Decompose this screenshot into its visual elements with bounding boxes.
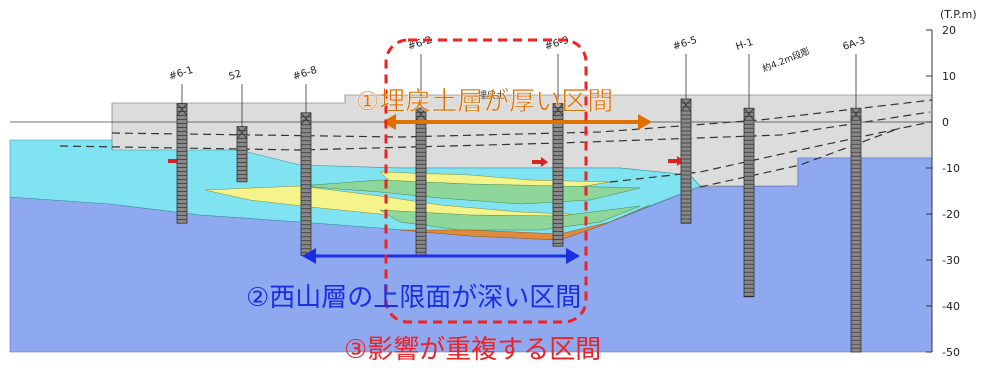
- borehole-label: 52: [228, 68, 244, 82]
- borehole-top-cross: [552, 103, 564, 116]
- orange-layer: [399, 204, 651, 241]
- borehole-column: [300, 112, 312, 256]
- borehole-top-cross: [680, 98, 692, 112]
- axis-tick-label: -50: [942, 346, 960, 359]
- borehole-label: #6-1: [168, 65, 195, 83]
- borehole-column: [552, 103, 564, 247]
- annotation-3-text: ③影響が重複する区間: [344, 335, 601, 365]
- dashed-line-3: [609, 121, 931, 183]
- borehole-top-cross: [850, 107, 862, 121]
- elevation-axis: (T.P.m) 20 10 0 -10 -20 -30 -40 -50: [926, 8, 977, 359]
- borehole-top-cross: [415, 107, 427, 121]
- fill-soil-label: 埋戻土: [478, 89, 505, 101]
- annotation-arrow-2: [302, 248, 580, 264]
- axis-tick-label: -40: [942, 300, 960, 313]
- borehole-label: #6-8: [292, 65, 319, 83]
- borehole-column: [850, 107, 862, 353]
- borehole-top-cross: [743, 107, 755, 121]
- dashed-line-4: [699, 127, 901, 188]
- borehole-top-cross: [176, 103, 188, 116]
- axis-tick-label: -30: [942, 254, 960, 267]
- borehole-label: 6A-3: [842, 35, 867, 53]
- borehole-label: H-1: [735, 37, 755, 53]
- axis-tick-label: 10: [942, 70, 956, 83]
- borehole-column: [236, 126, 248, 183]
- borehole: H-1: [735, 37, 755, 298]
- axis-tick-label: 0: [942, 116, 949, 129]
- axis-tick-label: -20: [942, 208, 960, 221]
- axis-unit-label: (T.P.m): [940, 8, 977, 21]
- annotation-arrow-1: [382, 114, 652, 130]
- borehole-label: #6-9: [544, 35, 571, 53]
- axis-tick-label: -10: [942, 162, 960, 175]
- axis-tick-label: 20: [942, 24, 956, 37]
- red-arrow-2: [532, 157, 548, 167]
- borehole-label: #6-2: [407, 35, 434, 53]
- borehole: 52: [228, 68, 248, 183]
- borehole-column: [680, 98, 692, 224]
- borehole-top-cross: [236, 126, 248, 139]
- borehole-column: [415, 107, 427, 256]
- overlap-section-box: [384, 38, 588, 324]
- red-arrow-3: [668, 156, 684, 166]
- strata-layers: [9, 94, 933, 353]
- borehole-column: [743, 107, 755, 298]
- borehole-note: 約4.2m段彫: [761, 45, 812, 75]
- annotation-1-text: ①埋戻土層が厚い区間: [356, 87, 613, 117]
- dashed-line-1: [111, 99, 933, 138]
- borehole: #6-8: [292, 65, 319, 256]
- borehole-top-cross: [300, 112, 312, 126]
- borehole-label: #6-5: [672, 35, 699, 53]
- annotation-2-text: ②西山層の上限面が深い区間: [246, 283, 581, 313]
